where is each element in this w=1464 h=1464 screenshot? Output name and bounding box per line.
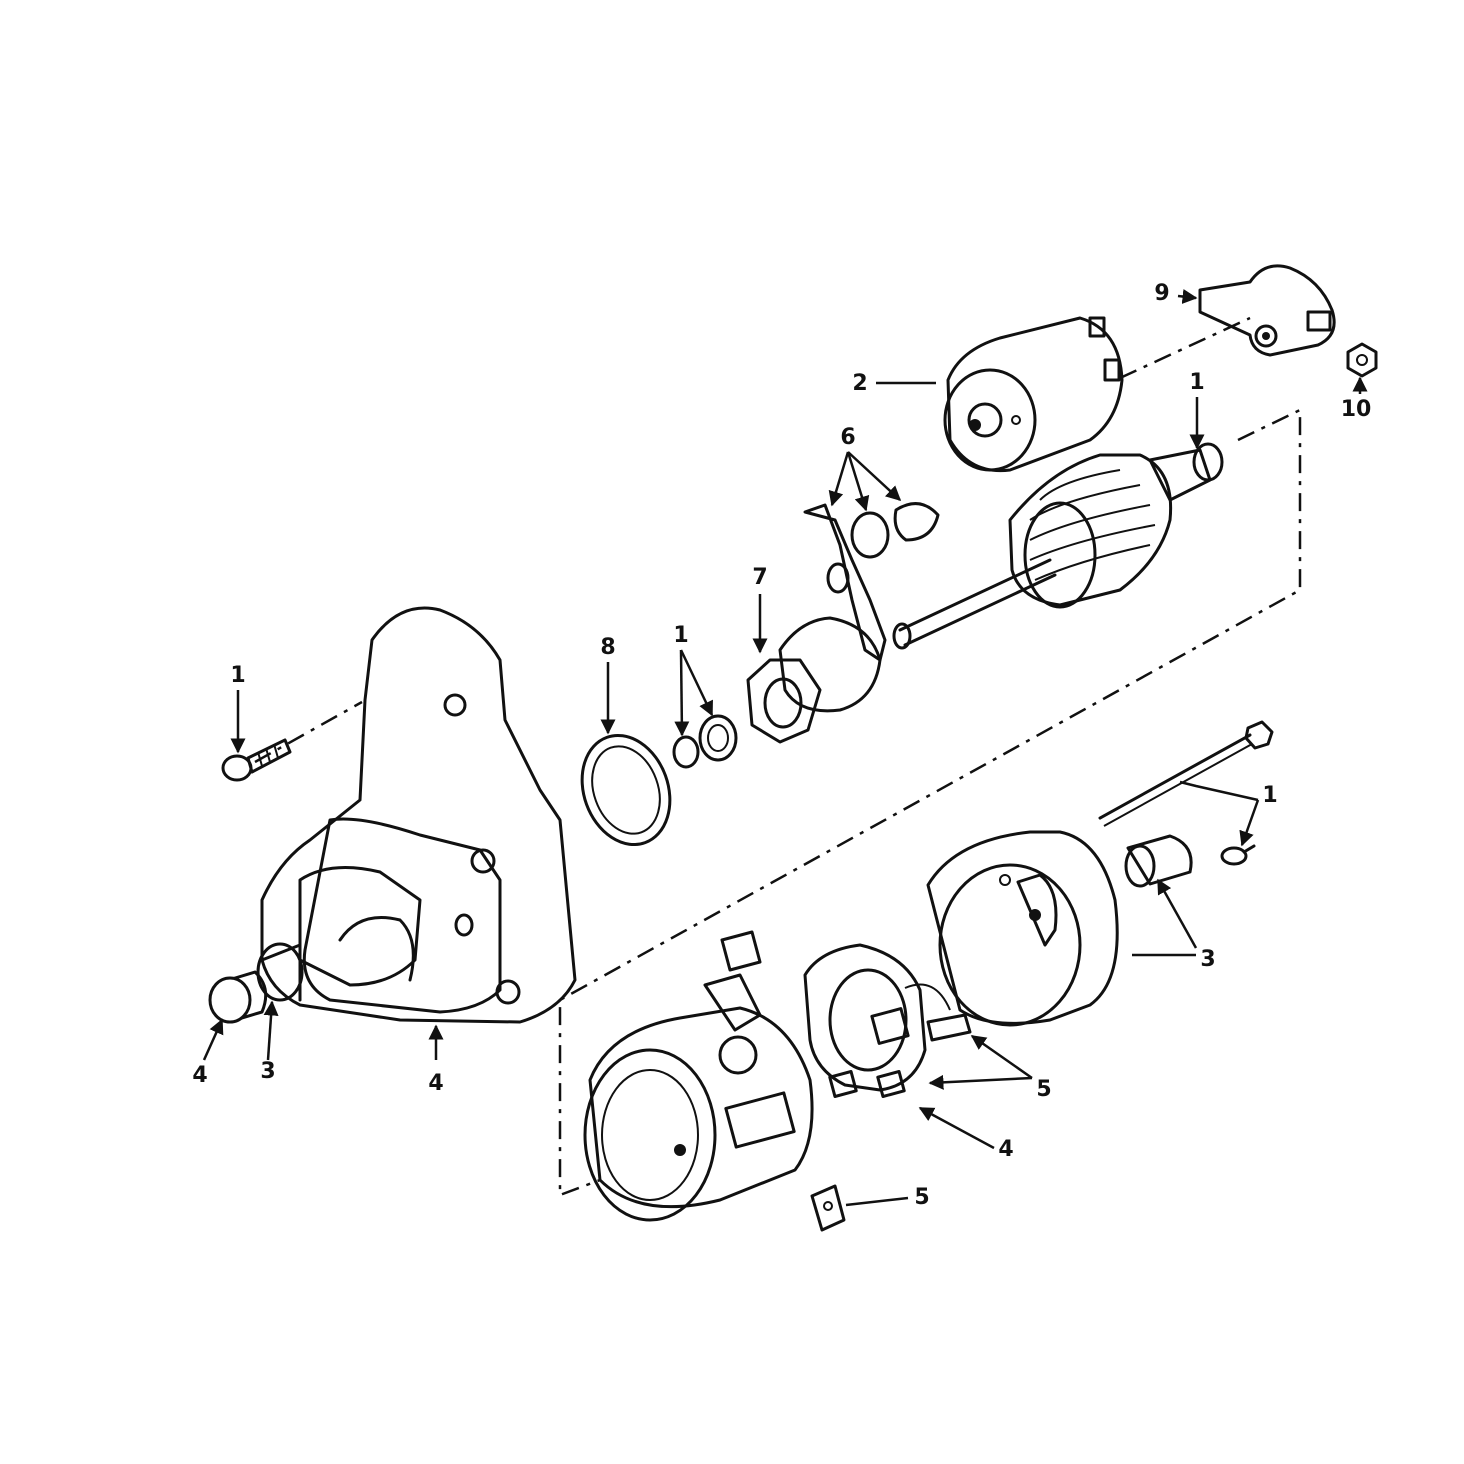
shift-lever-plates [850,502,940,559]
callout-solenoid-nut: 10 [1341,397,1372,422]
callout-through-bolt: 1 [1262,783,1277,808]
leader-lines [202,289,1368,1207]
callout-labels: 10 9 2 1 6 7 8 1 1 1 3 4 3 4 5 4 5 [192,281,1371,1210]
callout-drive-ring: 8 [600,635,615,660]
small-screw [1220,844,1256,866]
drive-pinion-assembly [746,503,887,744]
callout-spare-brush: 5 [914,1185,929,1210]
callout-solenoid-cover: 9 [1154,281,1169,306]
drive-housing [260,606,577,1024]
callout-shaft-washer: 3 [260,1059,275,1084]
spare-brush [810,1184,846,1232]
brush-holder [803,943,972,1099]
solenoid-nut [1346,342,1378,378]
field-frame [583,930,814,1222]
callout-brushes: 5 [1036,1077,1051,1102]
solenoid [943,316,1124,473]
housing-bolt [221,738,292,782]
solenoid-cover [1198,264,1336,357]
callout-housing-bolt: 1 [230,663,245,688]
callout-shift-lever-plates: 6 [840,425,855,450]
yoke-bushing [1124,834,1193,888]
drive-ring [580,733,672,847]
callout-armature-bearing: 1 [1189,370,1204,395]
callout-solenoid: 2 [852,371,867,396]
callout-drive-pinion: 7 [752,565,767,590]
callout-drive-housing: 4 [428,1071,443,1096]
shaft-cap [208,970,268,1024]
through-bolt [1098,720,1274,827]
callout-brush-holder: 4 [998,1137,1013,1162]
yoke-end-frame [926,830,1119,1027]
armature [892,442,1224,650]
callout-yoke-bushing: 3 [1200,947,1215,972]
pinion-stop-collar [672,714,738,769]
callout-pinion-stop-collar: 1 [673,623,688,648]
shaft-washer [256,942,304,1002]
callout-shaft-cap: 4 [192,1063,207,1088]
assembly-centerlines [254,316,1302,1197]
